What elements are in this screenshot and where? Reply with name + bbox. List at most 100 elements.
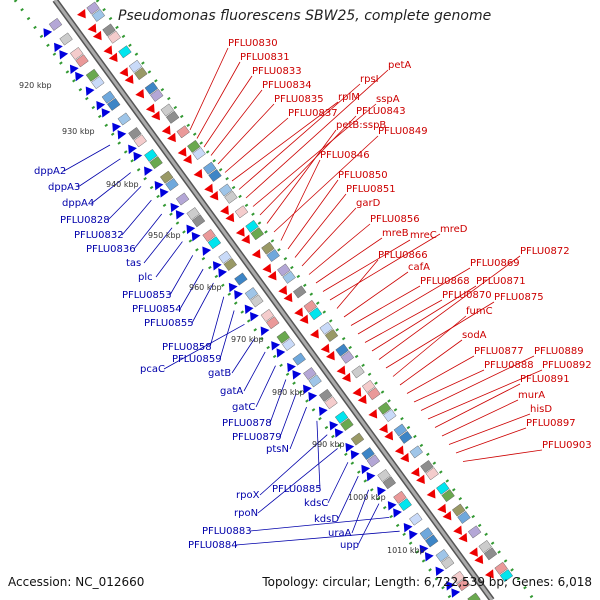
gene-feature [292, 352, 306, 366]
gene-feature [281, 338, 296, 351]
gene-feature [266, 316, 280, 330]
gene-label-reverse: PFLU0828 [60, 215, 110, 226]
leader-line [385, 301, 495, 369]
leader-line [327, 462, 349, 504]
gene-feature [436, 481, 450, 495]
leader-line [203, 75, 253, 148]
gene-feature [241, 234, 250, 244]
gene-feature [442, 511, 452, 521]
gene-feature [320, 343, 330, 354]
gene-feature [112, 122, 121, 133]
gene-label-forward: PFLU0849 [378, 126, 428, 137]
gene-feature [85, 86, 95, 96]
gene-feature [244, 304, 254, 315]
gene-feature [260, 326, 270, 336]
gene-feature [250, 294, 264, 308]
gene-feature [92, 30, 102, 41]
gene-feature [383, 409, 397, 422]
gene-feature [244, 287, 259, 301]
gene-feature [234, 290, 243, 300]
gene-feature [393, 508, 402, 518]
leader-line [289, 406, 307, 450]
leader-line [455, 427, 527, 454]
gene-feature [334, 428, 344, 438]
gene-feature [426, 489, 436, 499]
gene-feature [379, 423, 388, 434]
gene-label-forward: PFLU0889 [534, 346, 584, 357]
gene-feature [145, 103, 155, 114]
gene-feature [183, 154, 192, 164]
gene-label-reverse: kdsD [314, 514, 339, 525]
gene-label-reverse: gatC [232, 402, 255, 413]
gene-feature [294, 307, 303, 317]
leader-line [107, 186, 142, 221]
leader-line [441, 399, 519, 437]
gene-feature [361, 464, 371, 475]
gene-feature [303, 367, 317, 381]
leader-line [364, 299, 443, 343]
gene-feature [91, 8, 106, 22]
gene-feature [334, 410, 349, 424]
gene-feature [308, 307, 323, 321]
gene-feature [350, 450, 360, 460]
gene-feature [228, 282, 238, 293]
gene-feature [361, 379, 376, 393]
gene-label-reverse: PFLU0883 [202, 526, 252, 537]
gene-feature [85, 68, 100, 82]
gene-feature [160, 170, 174, 184]
gene-label-forward: hisD [530, 404, 552, 415]
gene-feature [352, 387, 362, 397]
leader-line [294, 193, 347, 258]
gene-feature [282, 270, 296, 284]
gene-feature [144, 81, 159, 95]
gene-label-forward: rplM [338, 92, 360, 103]
gene-feature [250, 311, 259, 322]
gene-feature [335, 343, 349, 357]
gene-label-reverse: plc [138, 272, 153, 283]
gene-label-forward: PFLU0866 [378, 250, 428, 261]
gene-feature [175, 192, 190, 206]
gene-label-forward: PFLU0834 [262, 80, 312, 91]
leader-line [217, 103, 275, 165]
gene-feature [54, 42, 63, 53]
gene-feature [234, 205, 249, 219]
leader-line [413, 369, 485, 403]
leader-line [273, 135, 379, 233]
gene-feature [177, 147, 187, 157]
gene-label-reverse: PFLU0878 [222, 418, 272, 429]
leader-line [143, 227, 173, 264]
gene-label-forward: cafA [408, 262, 430, 273]
gene-feature [425, 467, 439, 481]
leader-line [269, 379, 287, 424]
gene-feature [446, 581, 455, 591]
gene-label-reverse: PFLU0853 [122, 290, 172, 301]
gene-feature [318, 406, 328, 416]
gene-label-forward: PFLU0871 [476, 276, 526, 287]
kbp-tick-label: 1010 kbp [387, 546, 425, 555]
gene-feature [192, 147, 206, 161]
gene-feature [245, 219, 259, 233]
leader-line [189, 47, 229, 131]
leader-line [210, 89, 263, 156]
gene-feature [324, 396, 338, 410]
gene-feature [303, 299, 317, 313]
gene-feature [262, 263, 272, 274]
leader-line [337, 475, 359, 520]
leader-line [224, 117, 289, 173]
gene-feature [260, 308, 275, 322]
gene-feature [234, 272, 248, 286]
gene-feature [377, 401, 392, 415]
gene-feature [117, 130, 127, 140]
genome-summary-label: Topology: circular; Length: 6,722,539 bp… [262, 575, 592, 589]
leader-line [399, 339, 463, 386]
leader-line [357, 267, 471, 335]
leader-line [91, 172, 131, 204]
gene-label-reverse: tas [126, 258, 141, 269]
gene-label-forward: PFLU0888 [484, 360, 534, 371]
gene-label-forward: PFLU0897 [526, 418, 576, 429]
gene-feature [107, 30, 121, 44]
leader-line [231, 101, 339, 182]
accession-label: Accession: NC_012660 [8, 575, 145, 589]
gene-feature [409, 512, 423, 526]
kbp-tick-label: 940 kbp [106, 180, 139, 189]
